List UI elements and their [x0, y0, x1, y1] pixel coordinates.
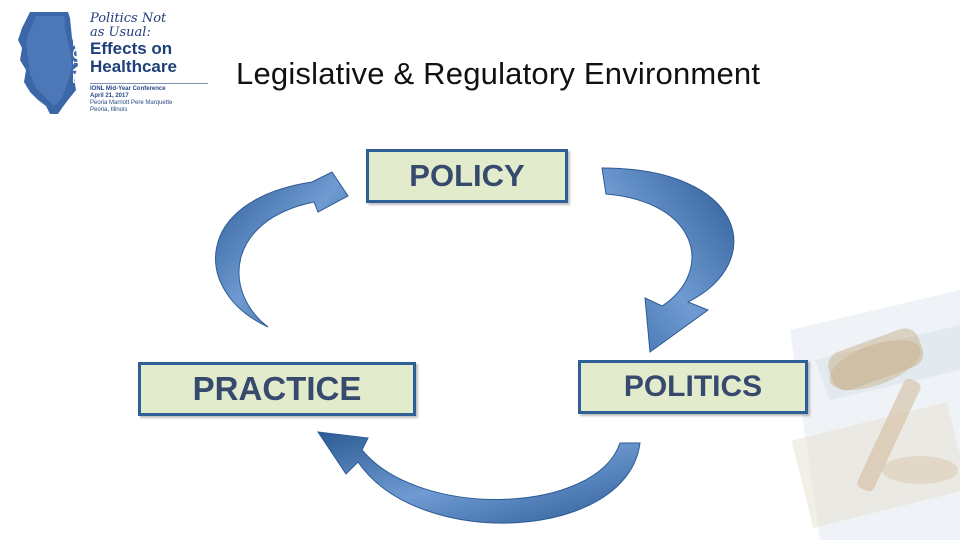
arrow-practice-to-policy — [216, 172, 348, 327]
arrow-politics-to-practice — [318, 432, 640, 523]
politics-box: POLITICS — [578, 360, 808, 414]
practice-box: PRACTICE — [138, 362, 416, 416]
policy-box: POLICY — [366, 149, 568, 203]
arrow-policy-to-politics — [602, 168, 734, 352]
